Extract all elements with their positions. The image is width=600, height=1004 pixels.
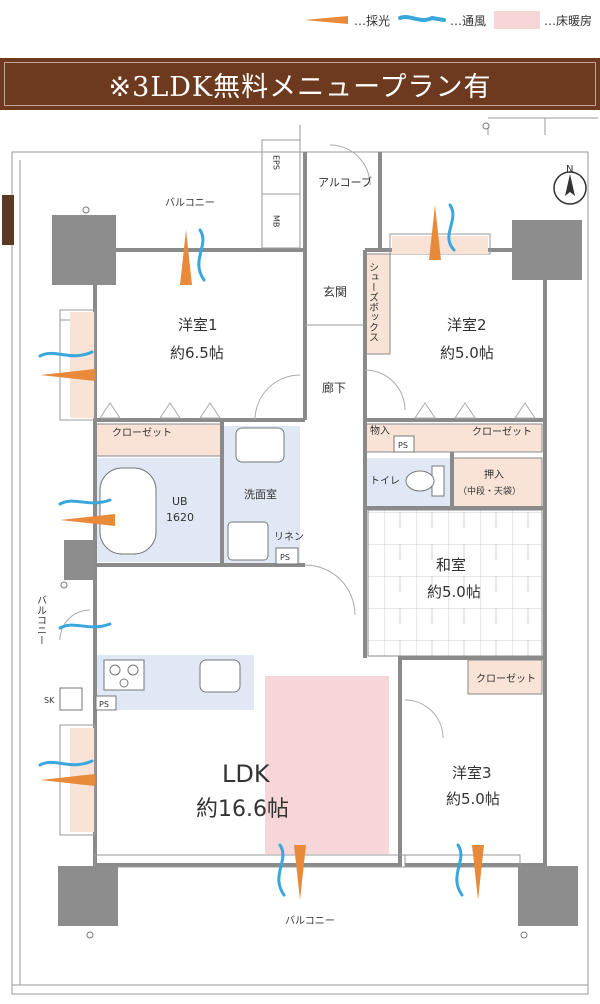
- washitsu-size: 約5.0帖: [427, 583, 481, 601]
- light-arrows: [40, 205, 484, 900]
- alcove-label: アルコーブ: [318, 175, 372, 189]
- legend-light: …採光: [302, 12, 390, 29]
- banner-text: ※3LDK無料メニュープラン有: [108, 71, 492, 103]
- light-arrow-icon: [303, 16, 348, 24]
- sink-icon: [199, 659, 241, 693]
- door-swings: [59, 144, 444, 739]
- ps-storage-label: PS: [398, 441, 408, 450]
- bedroom1-size: 約6.5帖: [170, 344, 224, 362]
- sk-label: SK: [44, 696, 55, 705]
- columns: [2, 195, 582, 926]
- toilet-label: トイレ: [370, 476, 400, 487]
- bedroom3-size: 約5.0帖: [446, 790, 500, 808]
- floor-heating-swatch: [493, 11, 540, 29]
- balcony-top-label: バルコニー: [165, 197, 215, 209]
- closet-b2-label: クローゼット: [472, 426, 532, 438]
- wind-arrow-icon: [397, 15, 446, 22]
- balcony-side-label: バルコニー: [35, 595, 47, 645]
- corridor-label: 廊下: [322, 380, 346, 395]
- ps-boxes: [95, 435, 415, 711]
- ldk-name: LDK: [222, 760, 271, 788]
- oshiire-sub-label: （中段・天袋）: [458, 485, 521, 497]
- bedroom3-name: 洋室3: [452, 764, 492, 782]
- toilet-fixture: [405, 465, 445, 497]
- bedroom2-name: 洋室2: [447, 316, 487, 334]
- closet-doors: [99, 402, 536, 419]
- wind-arrows: [38, 203, 464, 897]
- stove-icon: [103, 659, 145, 691]
- legend-wind: …通風: [397, 12, 486, 29]
- closet-b1-label: クローゼット: [112, 427, 172, 439]
- plan-banner: ※3LDK無料メニュープラン有: [0, 58, 600, 110]
- bedroom2-size: 約5.0帖: [440, 344, 494, 362]
- bathtub: [99, 467, 157, 555]
- washroom-label: 洗面室: [244, 487, 277, 501]
- eps-label: EPS: [272, 155, 281, 170]
- drains: [60, 122, 528, 939]
- floor-plan: N バルコニー バルコニー バルコニー アルコーブ 玄関 廊下 シューズボックス…: [2, 117, 598, 995]
- legend-light-label: …採光: [353, 13, 390, 28]
- washstand-icon: [235, 427, 285, 463]
- ldk-size: 約16.6帖: [196, 797, 289, 822]
- sk-sink: [59, 687, 83, 711]
- oshiire-label: 押入: [484, 468, 504, 481]
- washitsu-name: 和室: [436, 556, 466, 574]
- legend-floor-heating: …床暖房: [493, 11, 592, 29]
- ps-kitchen-label: PS: [99, 700, 109, 709]
- entrance-label: 玄関: [323, 284, 347, 299]
- floor-heating-zone: [265, 676, 389, 854]
- ub-size-label: 1620: [166, 511, 194, 524]
- legend-wind-label: …通風: [449, 13, 486, 28]
- washer-pan-icon: [227, 521, 269, 561]
- legend-floor-heating-label: …床暖房: [543, 13, 592, 28]
- legend: …採光 …通風 …床暖房: [302, 10, 592, 30]
- bedroom1-name: 洋室1: [178, 316, 218, 334]
- compass-label: N: [566, 164, 573, 175]
- storage-label: 物入: [370, 424, 390, 437]
- ub-label: UB: [172, 495, 188, 508]
- mb-label: MB: [272, 215, 281, 227]
- closet-b3-label: クローゼット: [476, 673, 536, 685]
- linen-label: リネン: [274, 531, 304, 543]
- ps-wash-label: PS: [280, 553, 290, 562]
- balcony-bottom-label: バルコニー: [285, 915, 335, 927]
- shoebox-label: シューズボックス: [367, 262, 379, 342]
- compass-icon: N: [553, 164, 587, 205]
